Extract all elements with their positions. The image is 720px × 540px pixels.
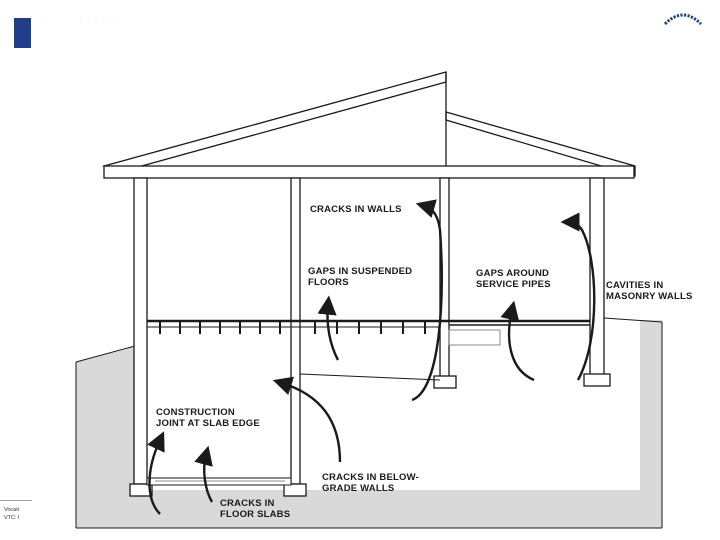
arrow-gaps-pipes bbox=[500, 300, 535, 382]
label-cavities-masonry-walls: CAVITIES IN MASONRY WALLS bbox=[606, 280, 693, 302]
arrow-cracks-in-walls bbox=[411, 199, 443, 402]
floor-joists bbox=[159, 321, 426, 334]
roof bbox=[101, 71, 636, 179]
label-cracks-in-walls: CRACKS IN WALLS bbox=[310, 204, 402, 215]
arrow-below-grade bbox=[272, 376, 342, 463]
crawlspace-interior bbox=[300, 336, 440, 380]
floor-slab bbox=[146, 477, 292, 486]
ground-soil bbox=[76, 320, 662, 528]
label-construction-joint: CONSTRUCTION JOINT AT SLAB EDGE bbox=[156, 407, 260, 429]
walls bbox=[129, 177, 611, 497]
footer-text: Vocati VTC: I bbox=[4, 507, 20, 521]
arrow-floor-slabs bbox=[194, 445, 214, 503]
logo-arc-icon bbox=[663, 13, 703, 26]
label-cracks-below-grade: CRACKS IN BELOW- GRADE WALLS bbox=[322, 472, 419, 494]
header-badge bbox=[14, 18, 31, 48]
label-gaps-suspended-floors: GAPS IN SUSPENDED FLOORS bbox=[308, 266, 413, 288]
label-gaps-service-pipes: GAPS AROUND SERVICE PIPES bbox=[476, 268, 551, 290]
arrow-gaps-suspended bbox=[317, 295, 340, 361]
label-cracks-floor-slabs: CRACKS IN FLOOR SLABS bbox=[220, 498, 291, 520]
footer-rule bbox=[0, 500, 32, 501]
arrow-cavities bbox=[560, 212, 596, 381]
header-faint-mark: · · · · · bbox=[80, 16, 118, 23]
suspended-floor bbox=[147, 319, 590, 328]
arrow-construction-joint bbox=[147, 431, 165, 515]
basement-interior bbox=[147, 336, 291, 484]
service-pipe bbox=[448, 329, 501, 346]
